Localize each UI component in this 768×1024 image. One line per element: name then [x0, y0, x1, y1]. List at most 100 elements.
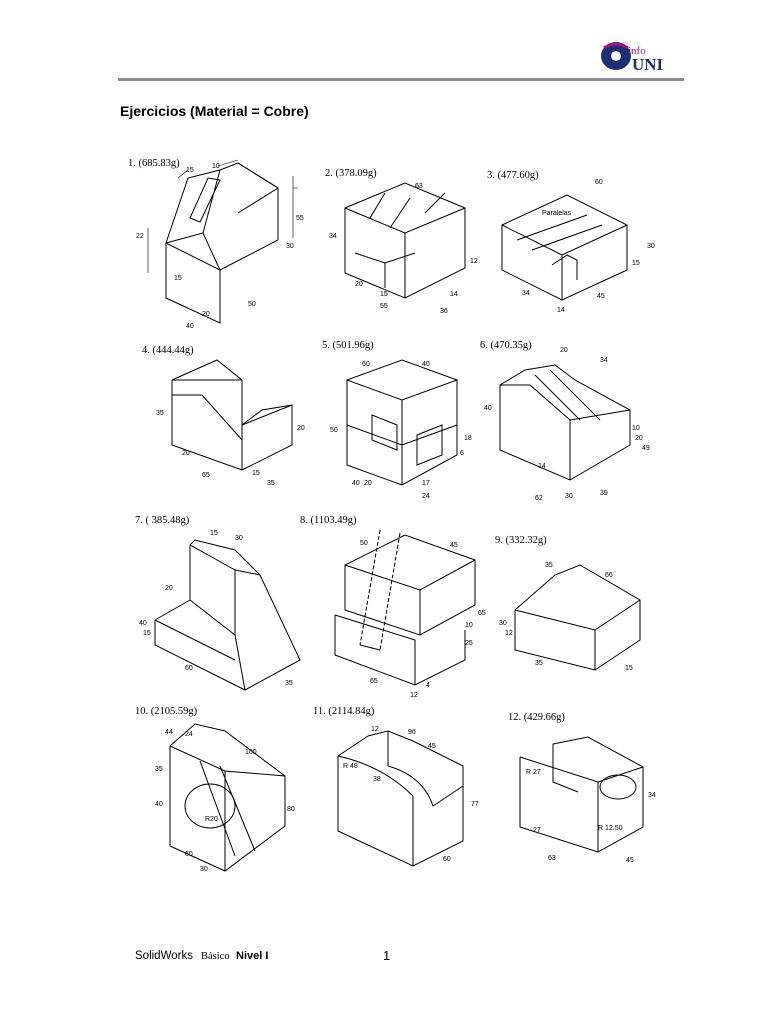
svg-text:66: 66 [605, 572, 613, 579]
svg-text:25: 25 [465, 640, 473, 647]
exercise-2-drawing: 63 34 20 15 55 12 14 36 [329, 182, 478, 315]
exercise-11-label: 11. (2114.84g) [313, 706, 377, 717]
svg-text:24: 24 [422, 493, 430, 500]
svg-text:49: 49 [642, 445, 650, 452]
exercise-3-drawing: 60 Paralelas 30 15 34 45 14 [501, 179, 655, 314]
svg-text:14: 14 [538, 463, 546, 470]
exercise-8: 50 45 65 10 25 65 12 4 8. (1103.49g) [300, 515, 490, 705]
svg-text:30: 30 [200, 866, 208, 873]
svg-text:30: 30 [286, 243, 294, 250]
svg-text:R 27: R 27 [526, 769, 541, 776]
svg-text:15: 15 [632, 260, 640, 267]
svg-text:100: 100 [245, 749, 257, 756]
svg-text:30: 30 [565, 493, 573, 500]
svg-text:UNI: UNI [632, 55, 664, 74]
exercise-12-label: 12. (429.66g) [508, 712, 567, 723]
exercise-6: 20 34 40 10 20 49 14 62 30 39 6. (470.35… [480, 340, 660, 510]
exercise-4-label: 4. (444.44g) [142, 345, 196, 356]
svg-text:60: 60 [443, 856, 451, 863]
exercise-5: 60 40 50 40 20 17 24 18 6 5. (501.96g) [322, 340, 482, 505]
svg-text:20: 20 [364, 480, 372, 487]
exercise-5-label: 5. (501.96g) [322, 340, 376, 351]
svg-text:20: 20 [560, 347, 568, 354]
footer-course: Nivel I [236, 950, 269, 962]
exercise-5-drawing: 60 40 50 40 20 17 24 18 6 [330, 359, 472, 500]
svg-text:50: 50 [330, 427, 338, 434]
exercise-6-drawing: 20 34 40 10 20 49 14 62 30 39 [484, 347, 650, 502]
exercise-4-drawing: 35 20 20 65 15 35 [156, 359, 305, 487]
exercise-4: 35 20 20 65 15 35 4. (444.44g) [142, 345, 312, 505]
svg-text:80: 80 [287, 806, 295, 813]
svg-text:18: 18 [464, 435, 472, 442]
exercise-9: 35 66 30 12 35 15 9. (332.32g) [495, 535, 665, 685]
svg-text:62: 62 [535, 495, 543, 502]
footer-level: Básico [201, 951, 230, 962]
svg-text:Paralelas: Paralelas [542, 210, 572, 217]
svg-text:15: 15 [252, 470, 260, 477]
svg-text:15: 15 [625, 665, 633, 672]
svg-text:63: 63 [548, 855, 556, 862]
svg-text:R 48: R 48 [343, 763, 358, 770]
svg-text:info: info [628, 45, 646, 57]
exercise-11: 96 45 12 R 48 38 77 60 11. (2114.84g) [313, 706, 488, 886]
exercise-10-label: 10. (2105.59g) [135, 706, 200, 717]
svg-text:17: 17 [422, 480, 430, 487]
svg-text:15: 15 [174, 275, 182, 282]
svg-text:34: 34 [522, 290, 530, 297]
svg-text:35: 35 [285, 680, 293, 687]
svg-text:35: 35 [155, 766, 163, 773]
svg-text:65: 65 [370, 678, 378, 685]
svg-text:20: 20 [355, 281, 363, 288]
svg-text:15: 15 [210, 530, 218, 537]
svg-text:40: 40 [186, 323, 194, 330]
svg-text:60: 60 [362, 361, 370, 368]
svg-text:15: 15 [380, 291, 388, 298]
page-title: Ejercicios (Material = Cobre) [120, 103, 309, 119]
svg-text:60: 60 [185, 851, 193, 858]
svg-text:34: 34 [329, 233, 337, 240]
svg-text:40: 40 [352, 480, 360, 487]
svg-text:35: 35 [545, 562, 553, 569]
footer-app: SolidWorks [135, 950, 193, 962]
svg-text:44: 44 [165, 729, 173, 736]
svg-text:10: 10 [465, 622, 473, 629]
svg-text:20: 20 [202, 311, 210, 318]
svg-text:35: 35 [535, 660, 543, 667]
svg-text:15: 15 [186, 167, 194, 174]
svg-text:60: 60 [595, 179, 603, 186]
svg-text:40: 40 [139, 620, 147, 627]
exercise-3: 60 Paralelas 30 15 34 45 14 3. (477.60g) [487, 170, 662, 320]
svg-text:55: 55 [380, 303, 388, 310]
svg-text:22: 22 [136, 233, 144, 240]
svg-text:12: 12 [371, 726, 379, 733]
svg-text:45: 45 [597, 293, 605, 300]
svg-text:35: 35 [267, 480, 275, 487]
svg-text:12: 12 [410, 692, 418, 699]
svg-text:34: 34 [648, 792, 656, 799]
svg-text:65: 65 [478, 610, 486, 617]
svg-text:36: 36 [440, 308, 448, 315]
svg-text:96: 96 [408, 729, 416, 736]
svg-text:20: 20 [165, 585, 173, 592]
svg-text:45: 45 [626, 857, 634, 864]
svg-text:40: 40 [484, 405, 492, 412]
svg-text:R20: R20 [205, 816, 218, 823]
svg-text:24: 24 [185, 731, 193, 738]
exercise-11-drawing: 96 45 12 R 48 38 77 60 [337, 726, 479, 867]
exercise-1-drawing: 15 10 5 22 15 20 40 50 30 55 [136, 159, 304, 330]
exercise-6-label: 6. (470.35g) [480, 340, 534, 351]
svg-text:50: 50 [360, 540, 368, 547]
exercise-12: R 27 34 27 R 12.50 63 45 12. (429.66g) [508, 712, 668, 887]
svg-text:30: 30 [647, 243, 655, 250]
exercise-1: 15 10 5 22 15 20 40 50 30 55 1. (685.83g… [128, 158, 308, 333]
svg-text:77: 77 [471, 801, 479, 808]
svg-text:63: 63 [415, 183, 423, 190]
exercise-10: 44 24 100 35 40 80 R20 60 30 10. (2105.5… [135, 706, 310, 896]
svg-text:10: 10 [212, 163, 220, 170]
svg-text:12: 12 [470, 258, 478, 265]
svg-text:30: 30 [499, 620, 507, 627]
svg-text:12: 12 [505, 630, 513, 637]
svg-text:15: 15 [143, 630, 151, 637]
exercise-2-label: 2. (378.09g) [325, 168, 379, 179]
svg-text:30: 30 [235, 535, 243, 542]
